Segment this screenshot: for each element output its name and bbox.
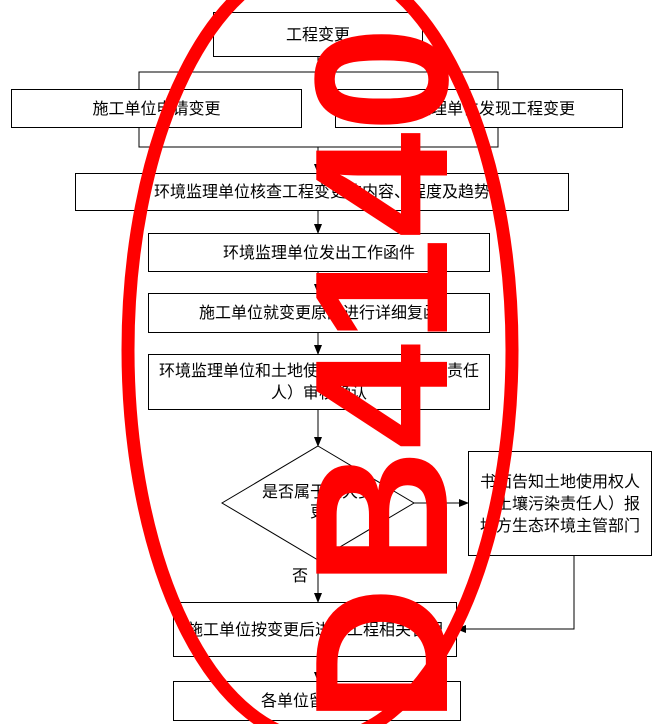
box-supervisor-check-text: 环境监理单位核查工程变更的内容、程度及趋势 xyxy=(153,182,490,201)
arrow-report-to-manage xyxy=(456,556,575,633)
box-supervisor-check: 环境监理单位核查工程变更的内容、程度及趋势 xyxy=(75,173,569,211)
yes-text: 是 xyxy=(427,479,444,498)
box-contractor-request: 施工单位申请变更 xyxy=(11,89,302,128)
box-archive-records: 各单位留档记录 xyxy=(173,681,461,721)
box-contractor-reply-text: 施工单位就变更原因进行详细复函 xyxy=(198,303,439,322)
decision-label: 是否属于重大变更 xyxy=(262,482,374,522)
no-text: 否 xyxy=(291,566,308,585)
box-review-confirm: 环境监理单位和土地使用权人（土壤污染责任人）审核确认 xyxy=(148,354,490,410)
box-supervisor-finds-change-text: 环境监理单位发现工程变更 xyxy=(382,98,575,118)
box-archive-records-text: 各单位留档记录 xyxy=(260,691,373,710)
yes-label: 是 xyxy=(423,479,449,499)
box-contractor-reply: 施工单位就变更原因进行详细复函 xyxy=(148,293,490,333)
decision-text: 是否属于重大变更 xyxy=(262,482,375,521)
box-supervisor-finds-change: 环境监理单位发现工程变更 xyxy=(335,89,623,128)
box-engineering-change-text: 工程变更 xyxy=(285,24,350,44)
box-engineering-change: 工程变更 xyxy=(213,12,423,57)
box-manage-by-change: 施工单位按变更后进行工程相关管理 xyxy=(173,602,457,657)
box-review-confirm-text: 环境监理单位和土地使用权人（土壤污染责任人）审核确认 xyxy=(158,361,479,402)
box-manage-by-change-text: 施工单位按变更后进行工程相关管理 xyxy=(186,619,443,639)
no-label: 否 xyxy=(287,566,313,586)
box-report-authority: 书面告知土地使用权人（土壤污染责任人）报地方生态环境主管部门 xyxy=(468,451,652,556)
box-contractor-request-text: 施工单位申请变更 xyxy=(92,98,221,118)
box-issue-letter: 环境监理单位发出工作函件 xyxy=(148,233,490,272)
box-issue-letter-text: 环境监理单位发出工作函件 xyxy=(222,242,415,262)
box-report-authority-text: 书面告知土地使用权人（土壤污染责任人）报地方生态环境主管部门 xyxy=(479,471,640,535)
